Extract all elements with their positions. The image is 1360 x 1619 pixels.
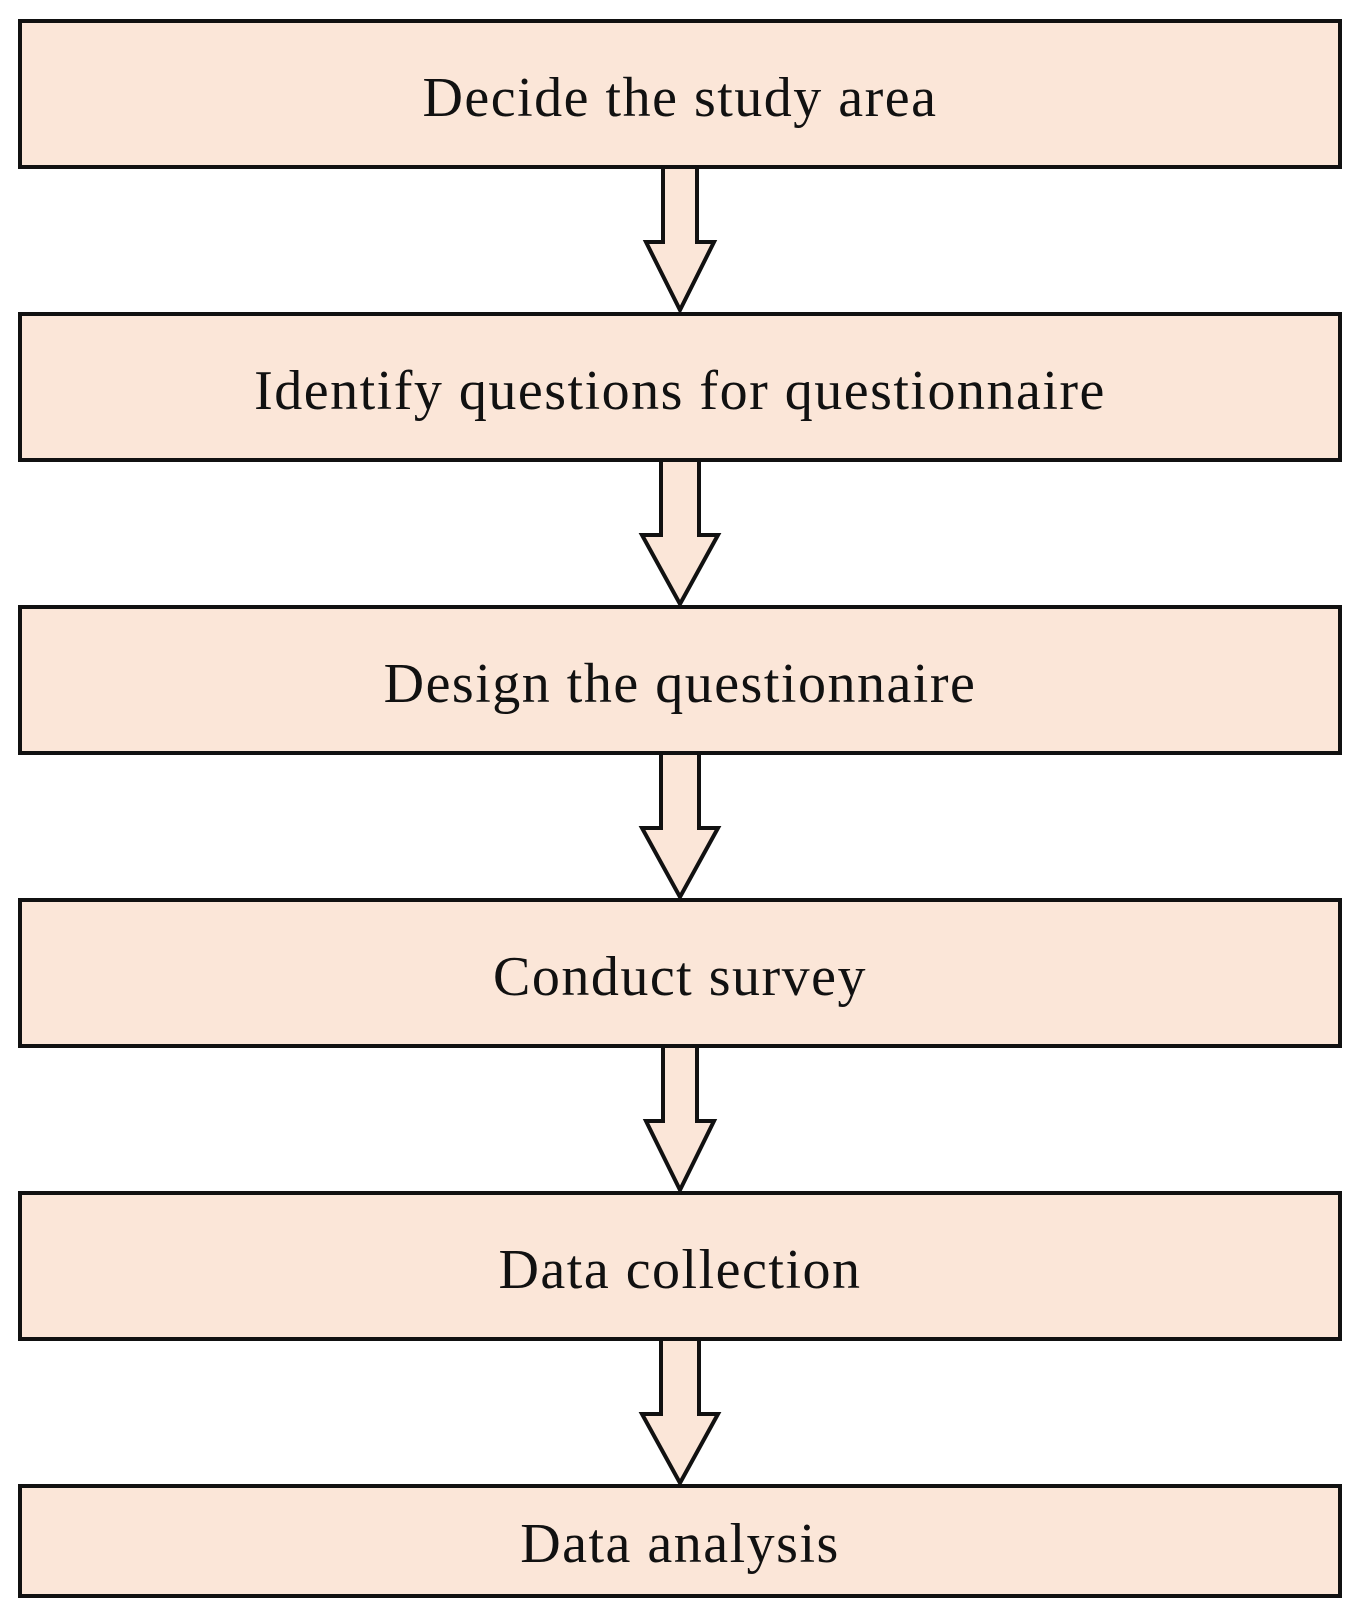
step-label: Conduct survey <box>493 946 867 1008</box>
arrow-down-1 <box>642 165 718 315</box>
arrow-down-4 <box>642 1044 718 1195</box>
step-decide-study-area: Decide the study area <box>18 19 1342 169</box>
step-conduct-survey: Conduct survey <box>18 898 1342 1048</box>
step-data-analysis: Data analysis <box>18 1484 1342 1598</box>
step-box <box>18 19 1342 169</box>
step-box <box>18 898 1342 1048</box>
step-label: Design the questionnaire <box>384 653 977 715</box>
step-box <box>18 605 1342 755</box>
arrow-down-2 <box>638 458 722 609</box>
step-label: Data analysis <box>520 1513 840 1575</box>
arrow-down-5 <box>638 1337 722 1488</box>
step-box <box>18 312 1342 462</box>
step-label: Data collection <box>498 1239 861 1301</box>
arrow-down-3 <box>638 751 722 902</box>
step-data-collection: Data collection <box>18 1191 1342 1341</box>
step-design-questionnaire: Design the questionnaire <box>18 605 1342 755</box>
step-label: Decide the study area <box>422 67 937 129</box>
step-label: Identify questions for questionnaire <box>254 360 1106 422</box>
step-identify-questions: Identify questions for questionnaire <box>18 312 1342 462</box>
step-box <box>18 1484 1342 1598</box>
